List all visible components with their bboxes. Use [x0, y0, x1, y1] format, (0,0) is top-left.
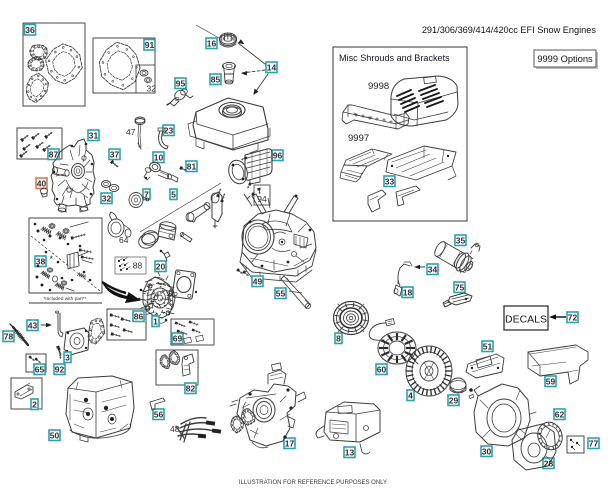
- svg-text:17: 17: [285, 438, 295, 448]
- svg-text:2: 2: [32, 399, 37, 409]
- svg-text:50: 50: [50, 430, 60, 440]
- svg-text:96: 96: [273, 150, 283, 160]
- svg-text:35: 35: [456, 235, 466, 245]
- svg-text:69: 69: [173, 333, 183, 343]
- svg-text:9998: 9998: [368, 81, 389, 92]
- svg-text:1: 1: [153, 316, 158, 326]
- svg-text:9997: 9997: [348, 133, 369, 144]
- svg-text:64: 64: [119, 235, 129, 245]
- svg-text:48: 48: [170, 424, 180, 434]
- svg-text:60: 60: [377, 364, 387, 374]
- svg-text:14: 14: [267, 62, 277, 72]
- svg-text:78: 78: [4, 331, 14, 341]
- svg-text:32: 32: [102, 193, 112, 203]
- svg-text:86: 86: [134, 311, 144, 321]
- svg-text:59: 59: [546, 376, 556, 386]
- svg-text:7: 7: [144, 189, 149, 199]
- svg-text:49: 49: [253, 276, 263, 286]
- svg-text:20: 20: [156, 261, 166, 271]
- svg-text:*: *: [50, 254, 54, 264]
- svg-text:Misc Shrouds and Brackets: Misc Shrouds and Brackets: [339, 53, 450, 63]
- svg-text:13: 13: [345, 447, 355, 457]
- svg-text:10: 10: [154, 152, 164, 162]
- svg-text:38: 38: [36, 256, 46, 266]
- svg-text:31: 31: [89, 130, 99, 140]
- svg-text:75: 75: [455, 282, 465, 292]
- svg-text:DECALS: DECALS: [505, 314, 547, 326]
- svg-text:3: 3: [65, 352, 70, 362]
- svg-text:51: 51: [483, 341, 493, 351]
- svg-text:32: 32: [147, 84, 157, 94]
- svg-text:94: 94: [257, 194, 267, 204]
- svg-text:37: 37: [110, 149, 120, 159]
- svg-text:23: 23: [164, 125, 174, 135]
- svg-text:72: 72: [568, 312, 578, 322]
- svg-text:56: 56: [154, 409, 164, 419]
- svg-text:ILLUSTRATION FOR REFERENCE PUR: ILLUSTRATION FOR REFERENCE PURPOSES ONLY: [239, 480, 387, 486]
- svg-text:36: 36: [25, 25, 35, 35]
- svg-text:30: 30: [482, 446, 492, 456]
- svg-text:95: 95: [176, 78, 186, 88]
- svg-text:291/306/369/414/420cc EFI Snow: 291/306/369/414/420cc EFI Snow Engines: [422, 25, 597, 35]
- svg-text:18: 18: [403, 287, 413, 297]
- svg-text:*Included with part**: *Included with part**: [43, 296, 86, 302]
- svg-text:88: 88: [133, 261, 143, 271]
- svg-text:43: 43: [28, 320, 38, 330]
- svg-text:8: 8: [336, 333, 341, 343]
- svg-text:47: 47: [126, 127, 136, 137]
- svg-text:40: 40: [37, 178, 47, 188]
- svg-text:16: 16: [207, 38, 217, 48]
- svg-text:92: 92: [55, 364, 65, 374]
- svg-text:85: 85: [211, 74, 221, 84]
- svg-text:4: 4: [408, 390, 413, 400]
- svg-text:5: 5: [171, 189, 176, 199]
- svg-text:28: 28: [544, 458, 554, 468]
- svg-text:91: 91: [145, 40, 155, 50]
- svg-text:9999 Options: 9999 Options: [537, 54, 593, 64]
- svg-text:81: 81: [187, 161, 197, 171]
- svg-text:62: 62: [555, 409, 565, 419]
- svg-text:82: 82: [186, 383, 196, 393]
- svg-text:29: 29: [449, 395, 459, 405]
- svg-text:77: 77: [589, 438, 599, 448]
- svg-text:34: 34: [428, 264, 438, 274]
- svg-text:33: 33: [385, 176, 395, 186]
- svg-text:87: 87: [49, 149, 59, 159]
- svg-text:55: 55: [276, 288, 286, 298]
- svg-text:65: 65: [35, 364, 45, 374]
